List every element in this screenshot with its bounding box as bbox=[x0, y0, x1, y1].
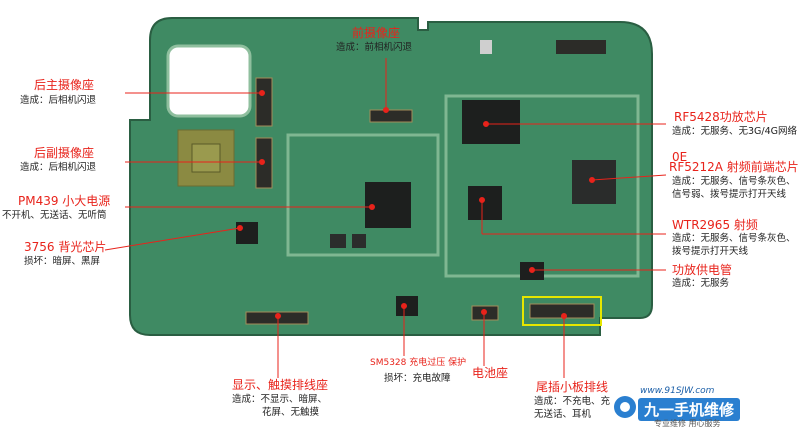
rf5428-desc: 造成：无服务、无3G/4G网络 bbox=[672, 126, 798, 137]
rear-main-camera-connector bbox=[255, 77, 273, 127]
camera-cutout bbox=[166, 44, 252, 118]
brand-name: 九一手机维修 bbox=[638, 398, 741, 421]
brand-logo: www.91SJW.com 九一手机维修 专业维修 用心服务 bbox=[614, 386, 794, 428]
rf5212a-desc-line2: 信号弱、拨号提示打开天线 bbox=[672, 189, 787, 200]
brand-url: www.91SJW.com bbox=[640, 386, 715, 396]
backlight-desc: 损坏：暗屏、黑屏 bbox=[24, 256, 101, 267]
wtr2965-title: WTR2965 射频 bbox=[672, 218, 758, 232]
rear-main-camera-title: 后主摄像座 bbox=[34, 78, 95, 92]
display-connector-title: 显示、触摸排线座 bbox=[232, 378, 329, 392]
pa-supply-desc: 造成：无服务 bbox=[672, 278, 730, 289]
rf5212a-prefix: 0E bbox=[672, 150, 688, 164]
front-camera-connector bbox=[369, 109, 413, 123]
pa-supply-title: 功放供电管 bbox=[672, 263, 733, 277]
rf5212a-desc-line1: 造成：无服务、信号条灰色、 bbox=[672, 176, 796, 187]
brand-slogan: 专业维修 用心服务 bbox=[654, 419, 721, 428]
rf5428-title: RF5428功放芯片 bbox=[674, 110, 768, 124]
backlight-title: 3756 背光芯片 bbox=[24, 240, 107, 254]
wtr2965-chip bbox=[468, 186, 502, 220]
shield-frame-left bbox=[286, 133, 440, 257]
display-connector-desc-line1: 造成：不显示、暗屏、 bbox=[232, 394, 328, 405]
sm5328-desc: 损坏：充电故障 bbox=[384, 373, 451, 384]
battery-connector-title: 电池座 bbox=[472, 366, 509, 380]
tail-connector-title: 尾插小板排线 bbox=[536, 380, 609, 394]
front-camera-title: 前摄像座 bbox=[352, 26, 401, 40]
rear-sub-camera-title: 后副摄像座 bbox=[34, 146, 95, 160]
tail-connector-desc-line2: 无送话、耳机 bbox=[534, 409, 592, 420]
tail-connector-highlight bbox=[522, 296, 602, 326]
pm439-desc: 不开机、无送话、无听筒 bbox=[2, 210, 107, 221]
pointer-lines bbox=[104, 58, 667, 378]
tail-connector-desc-line1: 造成：不充电、充 bbox=[534, 396, 611, 407]
sm5328-title: SM5328 充电过压 保护 bbox=[370, 358, 467, 368]
wrench-logo-icon bbox=[614, 396, 636, 418]
rear-sub-camera-desc: 造成：后相机闪退 bbox=[20, 162, 97, 173]
wtr2965-desc-line2: 拨号提示打开天线 bbox=[672, 246, 749, 257]
pm439-title: PM439 小大电源 bbox=[18, 194, 111, 208]
display-connector-desc-line2: 花屏、无触摸 bbox=[262, 407, 320, 418]
front-camera-desc: 造成：前相机闪退 bbox=[336, 42, 413, 53]
rf5212a-title: RF5212A 射频前端芯片 bbox=[669, 160, 799, 174]
rear-main-camera-desc: 造成：后相机闪退 bbox=[20, 95, 97, 106]
rf5428-chip bbox=[462, 100, 520, 144]
wtr2965-desc-line1: 造成：无服务、信号条灰色、 bbox=[672, 233, 796, 244]
